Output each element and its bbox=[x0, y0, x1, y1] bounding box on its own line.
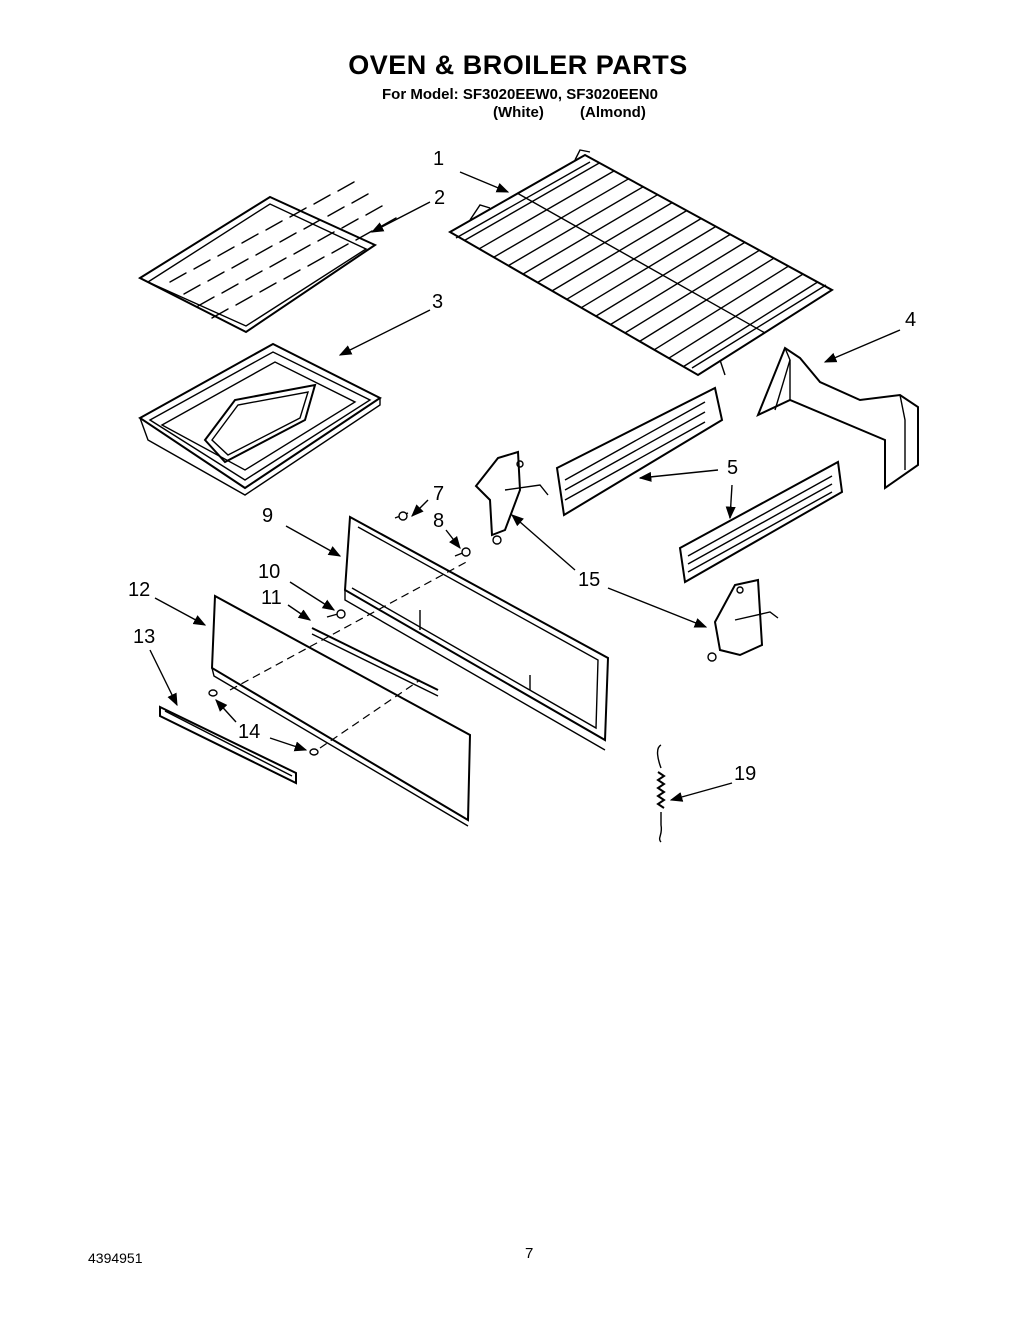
rack-support-lower bbox=[678, 460, 844, 584]
broiler-grid bbox=[137, 181, 397, 334]
broiler-pan bbox=[138, 342, 382, 496]
callout-1: 1 bbox=[433, 148, 444, 170]
callout-3: 3 bbox=[432, 291, 443, 313]
callout-19: 19 bbox=[734, 763, 756, 785]
outer-door-panel bbox=[210, 594, 472, 827]
grommet-left bbox=[208, 689, 218, 697]
callout-14: 14 bbox=[238, 721, 260, 743]
alignment-lines bbox=[229, 559, 471, 749]
inner-door-panel bbox=[343, 515, 610, 751]
callout-2: 2 bbox=[434, 187, 445, 209]
callout-12: 12 bbox=[128, 579, 150, 601]
screw-10 bbox=[326, 609, 346, 619]
hinge-upper bbox=[474, 450, 549, 545]
page-number: 7 bbox=[525, 1245, 534, 1262]
callout-10: 10 bbox=[258, 561, 280, 583]
grommet-right bbox=[309, 748, 319, 756]
side-shield bbox=[756, 346, 919, 490]
color-white-label: (White) bbox=[493, 104, 544, 121]
color-almond-label: (Almond) bbox=[580, 104, 646, 121]
callout-13: 13 bbox=[133, 626, 155, 648]
callout-5-upper: 5 bbox=[727, 457, 738, 479]
callout-15: 15 bbox=[578, 569, 600, 591]
screw-8 bbox=[454, 547, 471, 557]
oven-rack bbox=[447, 149, 834, 377]
door-spring bbox=[656, 744, 666, 843]
screw-7 bbox=[394, 511, 409, 521]
page-title: OVEN & BROILER PARTS bbox=[348, 50, 688, 80]
model-line: For Model: SF3020EEW0, SF3020EEN0 bbox=[382, 86, 658, 103]
leader-arrows bbox=[149, 171, 901, 802]
door-handle-rod bbox=[311, 627, 439, 697]
callout-4: 4 bbox=[905, 309, 916, 331]
rack-support-upper bbox=[555, 386, 724, 517]
callout-8: 8 bbox=[433, 510, 444, 532]
hinge-lower bbox=[707, 578, 779, 662]
callout-7: 7 bbox=[433, 483, 444, 505]
trim-strip bbox=[159, 705, 297, 785]
callout-11: 11 bbox=[261, 587, 282, 609]
callout-9: 9 bbox=[262, 505, 273, 527]
document-number: 4394951 bbox=[88, 1250, 143, 1266]
